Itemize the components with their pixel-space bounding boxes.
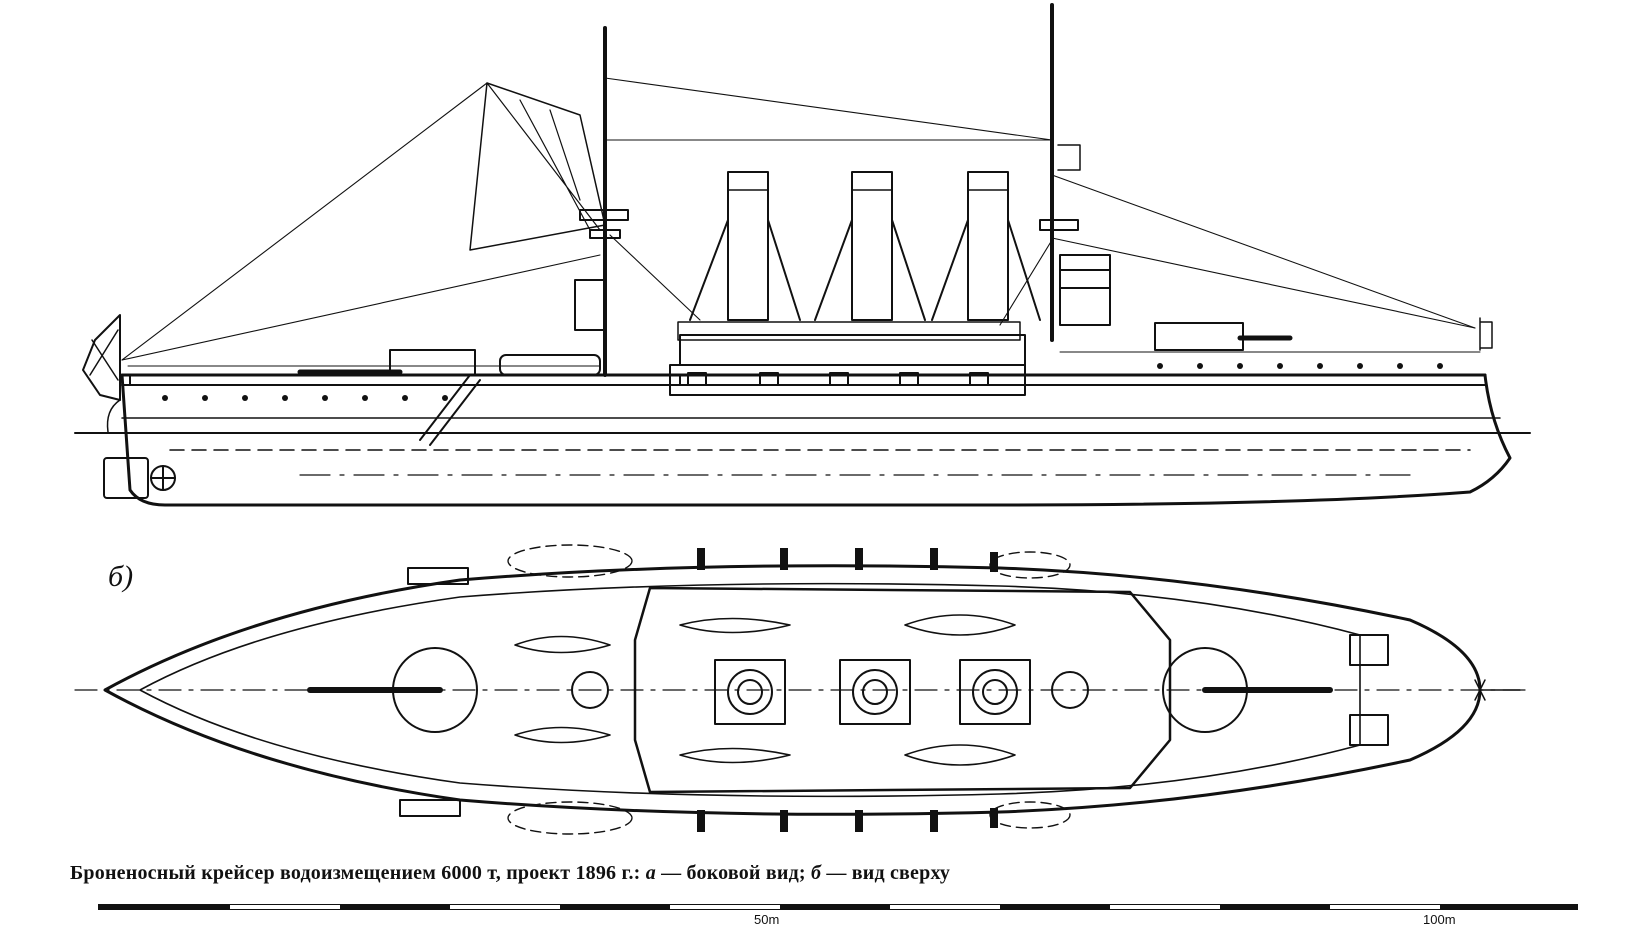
caption-main: Броненосный крейсер водоизмещением 6000 … <box>70 862 646 884</box>
caption-b-letter: б <box>810 862 822 884</box>
subfigure-b-label: б) <box>108 560 134 593</box>
bow-anchor-stbd <box>1349 714 1389 746</box>
boom-crane <box>469 82 606 251</box>
bow-anchor-port <box>1349 634 1389 666</box>
side-portholes <box>162 363 1443 401</box>
aft-turret-side <box>389 349 476 376</box>
top-superstructure <box>633 586 1172 794</box>
caption-a-letter: а <box>645 862 656 884</box>
caption-a-text: — боковой вид; <box>655 862 811 884</box>
rigging <box>121 77 1476 361</box>
funnels-top <box>714 659 1031 725</box>
scale-bar <box>98 904 1578 910</box>
fore-turret-side <box>1154 322 1244 351</box>
casemate-guns <box>697 548 998 832</box>
bridge <box>1059 254 1111 326</box>
stern-flag <box>82 314 121 401</box>
caption-b-text: — вид сверху <box>821 862 951 884</box>
top-view <box>74 544 1531 835</box>
boats <box>514 614 1016 766</box>
side-hull <box>120 373 1512 507</box>
scale-label-100: 100m <box>1423 912 1456 927</box>
figure-caption: Броненосный крейсер водоизмещением 6000 … <box>70 862 950 885</box>
side-view <box>74 3 1531 507</box>
rudder <box>103 457 149 499</box>
funnels-side <box>677 171 1041 341</box>
scale-label-50: 50m <box>754 912 780 927</box>
bow-jackstaff <box>1479 317 1493 351</box>
